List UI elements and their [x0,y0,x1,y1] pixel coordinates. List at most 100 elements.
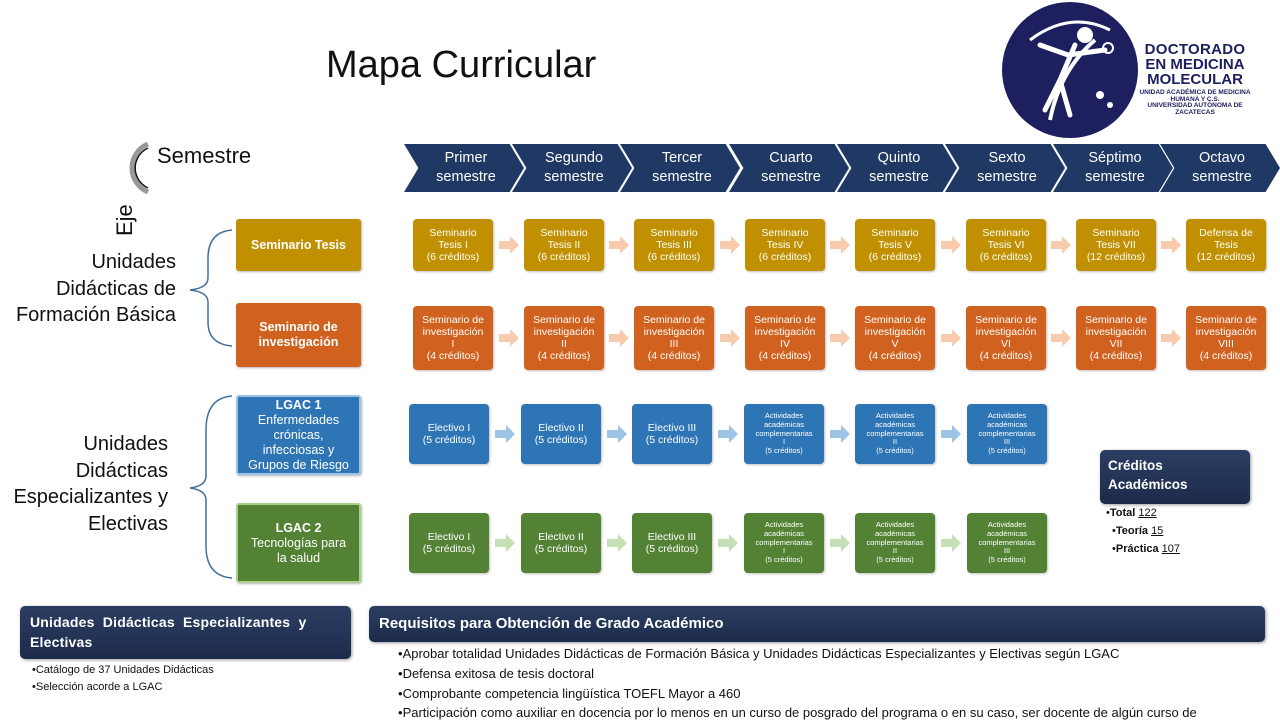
unit-text: complementarias [978,428,1036,438]
page-title: Mapa Curricular [326,44,597,86]
unit-text: (4 créditos) [868,350,922,363]
flow-arrow [606,425,627,443]
unit-text: Tesis V [878,238,912,251]
unit-text: I [782,546,786,556]
axis-eje-label: Eje [112,204,137,236]
unit-text: investigación [754,325,816,338]
logo-line: UNIDAD ACADÉMICA DE MEDICINA HUMANA Y C.… [1139,89,1251,103]
flow-arrow [830,236,850,254]
flow-arrow [606,534,627,552]
unit-text: (5 créditos) [534,434,588,446]
flow-arrow [1051,329,1071,347]
unit-text: VII [1109,338,1123,350]
unit-text: III [1003,437,1011,447]
unit-text: (6 créditos) [868,251,922,264]
unit-text: II [892,546,898,556]
brace-especializantes [189,395,233,579]
unit-text: Actividades [987,520,1027,530]
unit-text: (5 créditos) [645,543,699,555]
flow-arrow [718,534,738,552]
unit-box-lgac2: Electivo II(5 créditos) [521,513,601,573]
unit-text: (5 créditos) [645,434,699,446]
flow-arrow [495,425,515,443]
flow-arrow [941,425,961,443]
unit-text: académicas [763,529,805,539]
flow-arrow [719,236,740,254]
flow-arrow [830,329,850,347]
logo-line: EN MEDICINA [1145,56,1245,73]
unit-box-lgac1: Electivo II(5 créditos) [521,404,601,464]
unit-text: complementarias [866,537,924,547]
unit-text: Seminario de [1085,313,1147,326]
unit-text: Seminario [650,226,698,239]
unit-text: II [561,338,567,350]
unit-text: IV [780,338,790,350]
unit-text: (6 créditos) [647,251,701,264]
unit-text: VI [1001,338,1011,350]
flow-arrow [940,329,961,347]
flow-arrow [829,425,850,443]
unit-text: Electivo I [427,530,471,543]
flow-arrow [609,236,629,254]
row-header-seminario-tesis: Seminario Tesis [236,219,361,271]
unit-text: complementarias [866,428,924,438]
unit-text: académicas [874,529,916,539]
unit-text: (6 créditos) [979,251,1033,264]
unit-text: Actividades [875,520,915,530]
axis-arc [129,142,150,194]
unit-text: (4 créditos) [1089,350,1143,363]
logo-line: MOLECULAR [1147,71,1243,88]
unit-text: complementarias [978,537,1036,547]
unit-text: Actividades [987,411,1027,421]
list-item: •Catálogo de 37 Unidades Didácticas [32,664,214,676]
unit-text: Tesis VII [1096,238,1136,251]
flow-arrow [829,534,850,552]
unit-text: Electivo I [427,421,471,434]
unit-text: Seminario de [864,313,926,326]
flow-arrow [498,329,519,347]
especializantes-list: •Catálogo de 37 Unidades Didácticas •Sel… [32,662,214,695]
unit-text: (5 créditos) [422,434,476,446]
requisitos-list: •Aprobar totalidad Unidades Didácticas d… [398,644,1278,720]
unit-text: Tesis IV [766,238,804,251]
flow-arrow [718,425,738,443]
unit-text: (5 créditos) [765,554,803,564]
unit-box-lgac1: Electivo III(5 créditos) [632,404,712,464]
axis-semestre-label: Semestre [157,143,252,168]
unit-text: complementarias [755,537,813,547]
unit-text: investigación [422,325,484,338]
logo-line: DOCTORADO [1144,41,1246,58]
unit-text: Tesis I [438,238,468,251]
flow-arrow [609,329,629,347]
unit-text: Seminario [761,226,809,239]
flow-arrow [1161,236,1181,254]
brace-basica [189,229,233,347]
unit-text: Seminario [1092,226,1140,239]
unit-text: investigación [533,325,595,338]
flow-arrow [1161,329,1181,347]
list-item: •Defensa exitosa de tesis doctoral [398,665,595,681]
unit-text: (5 créditos) [422,543,476,555]
flow-arrow [719,329,740,347]
unit-text: investigación [643,325,705,338]
unit-text: (5 créditos) [876,554,914,564]
unit-text: (4 créditos) [537,350,591,363]
unit-text: III [1003,546,1011,556]
